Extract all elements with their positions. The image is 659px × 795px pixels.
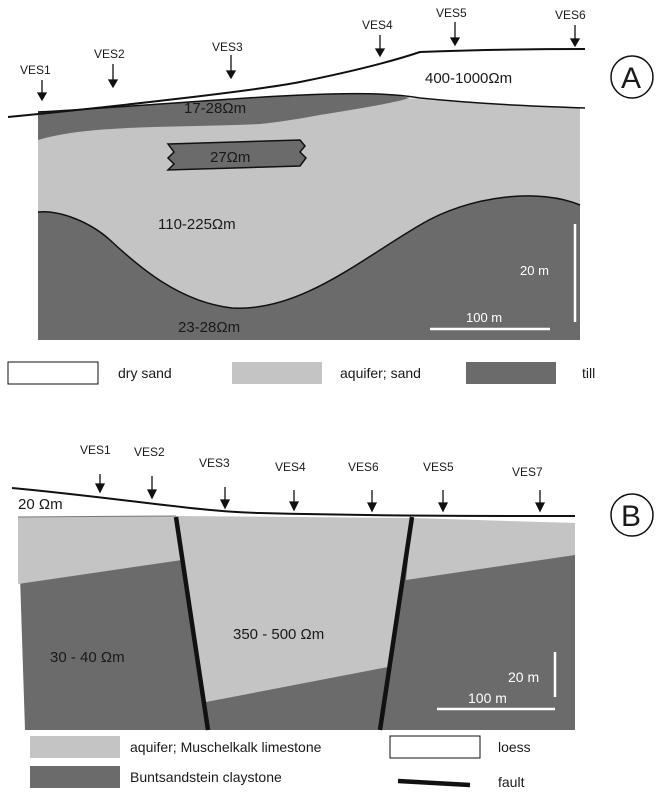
limestone-right-b — [406, 516, 575, 580]
legend-swatch-limestone — [30, 736, 120, 758]
top-till-lens-a — [38, 93, 410, 138]
legend-swatch-fault — [397, 778, 471, 788]
legend-swatch-loess — [389, 735, 481, 759]
surface-line-a — [7, 48, 586, 118]
ves-label-b-5: VES5 — [423, 460, 454, 474]
ves-label-b-3: VES3 — [199, 456, 230, 470]
ves-markers-a — [36, 22, 581, 102]
res-aquifer-a: 110-225Ωm — [158, 216, 236, 233]
ves-label-a-5: VES5 — [436, 6, 467, 20]
panel-label-circle-b — [610, 493, 654, 537]
legend-label-fault: fault — [498, 774, 525, 790]
legend-label-limestone: aquifer; Muschelkalk limestone — [130, 739, 322, 755]
loess-layer-b — [12, 488, 575, 523]
loess-base-line-b — [17, 515, 177, 518]
water-table-line-a — [37, 92, 586, 113]
panel-label-circle-a — [610, 55, 654, 99]
res-limestone-b: 350 - 500 Ωm — [233, 626, 324, 643]
limestone-center-b — [176, 516, 412, 702]
ves-label-a-1: VES1 — [20, 63, 51, 77]
panel-label-b: B — [621, 500, 641, 533]
clay-lens-a — [166, 139, 307, 171]
legend-label-dry-sand: dry sand — [118, 365, 172, 381]
legend-label-aquifer-sand: aquifer; sand — [340, 365, 421, 381]
ves-label-b-4: VES4 — [275, 460, 306, 474]
panel-label-a: A — [621, 62, 641, 95]
fault-line-left-b — [173, 516, 211, 731]
fault-line-right-b — [377, 516, 415, 731]
legend-swatch-aquifer-sand — [232, 362, 322, 384]
till-top-line-a — [37, 195, 581, 309]
scale-vertical-label-b: 20 m — [508, 669, 539, 685]
surface-line-b — [11, 487, 576, 517]
res-dry-sand-a: 400-1000Ωm — [425, 70, 512, 87]
res-till-a: 23-28Ωm — [178, 319, 240, 336]
legend-label-till: till — [582, 365, 595, 381]
legend-swatch-dry-sand — [7, 361, 99, 385]
scale-horizontal-label-b: 100 m — [468, 690, 507, 706]
legend-label-claystone: Buntsandstein claystone — [130, 769, 282, 785]
scale-vertical-label-a: 20 m — [520, 263, 549, 278]
legend-swatch-till — [466, 362, 556, 384]
res-lens-a: 27Ωm — [210, 149, 250, 166]
legend-label-loess: loess — [498, 739, 531, 755]
res-claystone-b: 30 - 40 Ωm — [50, 649, 125, 666]
ves-label-b-2: VES2 — [134, 445, 165, 459]
ves-label-a-2: VES2 — [94, 47, 125, 61]
panel-b: VES1 VES2 VES3 VES4 VES6 VES5 VES7 20 Ωm… — [11, 443, 654, 790]
panel-a: VES1 VES2 VES3 VES4 VES5 VES6 400-1000Ωm… — [7, 6, 654, 385]
scale-horizontal-label-a: 100 m — [466, 310, 502, 325]
ves-label-a-3: VES3 — [212, 40, 243, 54]
ves-label-b-7: VES7 — [512, 465, 543, 479]
ves-label-b-6: VES6 — [348, 460, 379, 474]
ves-markers-b — [94, 474, 546, 513]
ves-label-b-1: VES1 — [80, 443, 111, 457]
res-loess-b: 20 Ωm — [18, 496, 63, 513]
ves-label-a-6: VES6 — [555, 8, 586, 22]
limestone-left-b — [18, 516, 182, 584]
legend-swatch-claystone — [30, 766, 120, 788]
ves-label-a-4: VES4 — [362, 18, 393, 32]
res-top-till-a: 17-28Ωm — [184, 100, 246, 117]
